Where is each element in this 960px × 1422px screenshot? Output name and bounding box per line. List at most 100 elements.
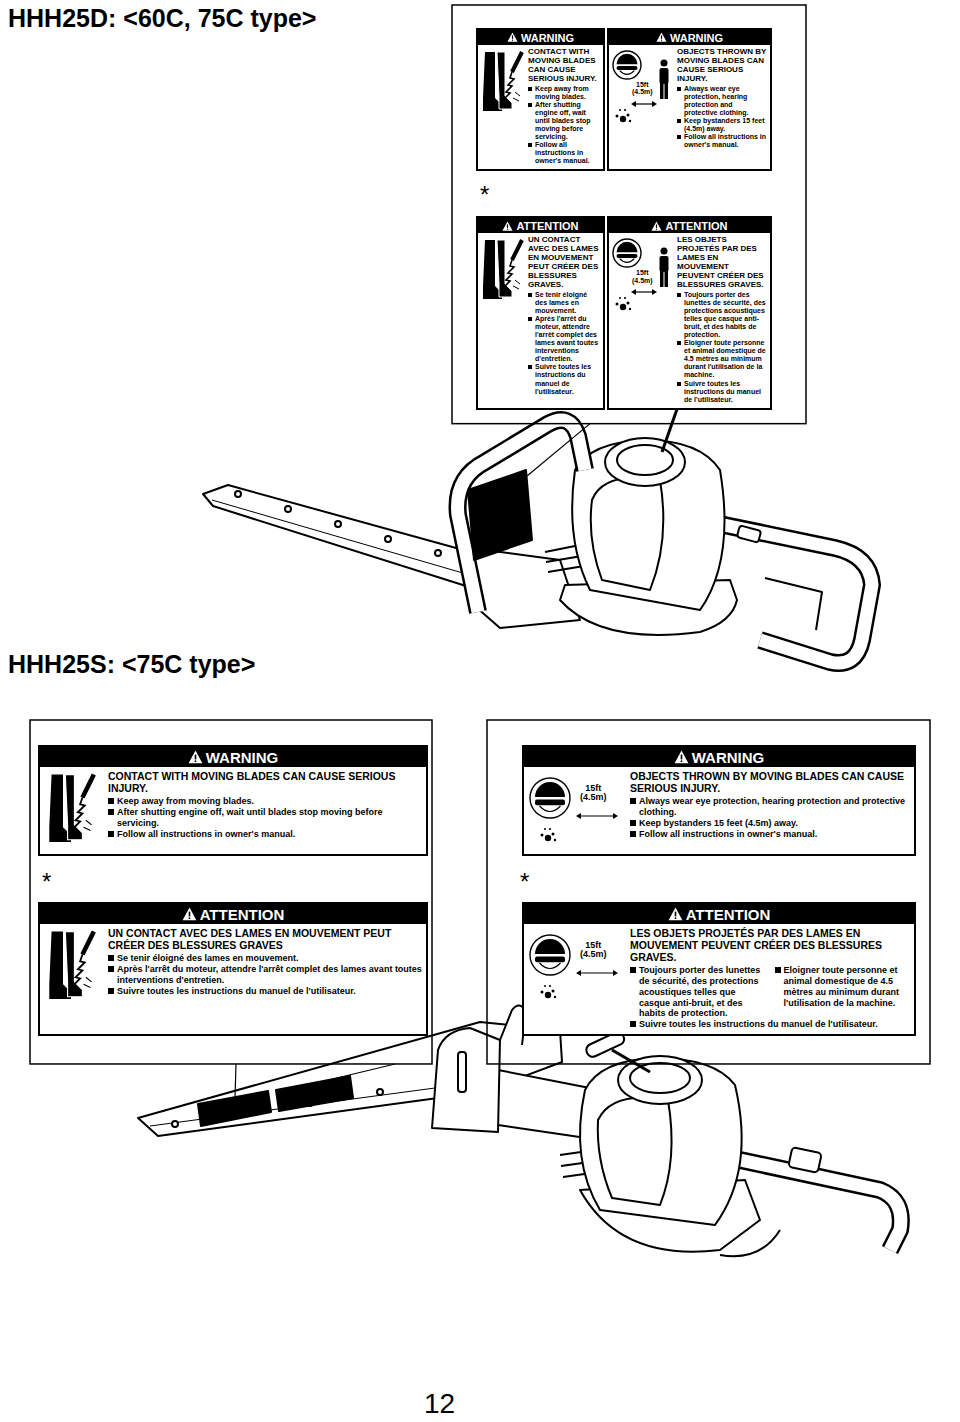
distance-text: 15ft (4.5m) [580,784,607,803]
bullet-item: Always wear eye protection, hearing prot… [677,85,767,117]
bullet-square [108,809,114,815]
distance-arrow [579,972,615,973]
label-icon [480,48,524,118]
hazard-headline: CONTACT WITH MOVING BLADES CAN CAUSE SER… [108,770,423,794]
bullet-text: Keep away from moving blades. [117,796,254,807]
warning-triangle [674,750,689,764]
debris-symbol [549,985,551,987]
warning-triangle [188,751,202,764]
label-body: 15ft (4.5m)LES OBJETS PROJETÉS PAR DES L… [524,924,914,1034]
hedge-trimmer-part [276,1076,353,1111]
label-text: CONTACT WITH MOVING BLADES CAN CAUSE SER… [108,770,423,839]
bullet-text: Se tenir éloigné des lames en mouvement. [535,291,600,315]
thrown-objects-symbol [526,770,626,850]
warning-triangle [512,40,513,41]
hazard-headline: UN CONTACT AVEC DES LAMES EN MOUVEMENT P… [108,927,423,951]
trimmer-symbol [512,240,522,260]
distance-text: 15ft (4.5m) [632,269,653,284]
bullet-square [108,831,114,837]
label-frames [30,5,930,1098]
bullet-item: Après l'arrêt du moteur, attendre l'arrê… [108,964,423,986]
bullet-square [108,798,114,804]
protection-head [613,239,641,267]
leg-symbol [65,775,82,840]
warning-triangle [668,907,683,921]
label-body: 15ft (4.5m)LES OBJETS PROJETÉS PAR DES L… [609,233,770,407]
warning-label: ATTENTION15ft (4.5m)LES OBJETS PROJETÉS … [607,216,772,409]
asterisk-mark: * [480,181,489,209]
bullet-square [108,988,114,994]
bullet-item: Keep bystanders 15 feet (4.5m) away. [630,818,911,829]
debris-symbol [619,109,621,111]
warning-triangle [182,908,196,921]
bullet-square [528,365,532,369]
hedge-trimmer-part [740,1160,901,1250]
hedge-trimmer-part [432,1028,500,1132]
impact-mark [513,98,519,101]
bullet-item: Follow all instructions in owner's manua… [528,141,600,165]
distance-arrow [631,289,636,295]
distance-arrow [613,970,618,976]
label-heading: WARNING [692,749,765,766]
hedge-trimmer-part [172,1121,178,1127]
impact-mark [84,827,91,830]
helmet-symbol [535,939,565,954]
leg-symbol [65,932,82,997]
warning-triangle [656,228,657,229]
label-icon: 15ft (4.5m) [611,48,673,128]
bystander-symbol [660,271,664,287]
bullet-square [677,341,681,345]
bullet-text: Keep away from moving blades. [535,85,600,101]
hazard-headline: OBJECTS THROWN BY MOVING BLADES CAN CAUS… [677,48,767,84]
debris-symbol [554,996,556,998]
hazard-headline: UN CONTACT AVEC DES LAMES EN MOUVEMENT P… [528,236,600,290]
hedge-trimmer-part [285,506,291,512]
model-heading: HHH25S: <75C type> [8,650,255,679]
warning-triangle [656,224,657,228]
label-heading: ATTENTION [200,906,285,923]
hedge-trimmer-part [591,478,664,590]
label-text: OBJECTS THROWN BY MOVING BLADES CAN CAUS… [677,48,767,149]
hedge-trimmer-part [138,1022,562,1136]
bystander-symbol [660,68,669,84]
bullet-item: Après l'arrêt du moteur, attendre l'arrê… [528,315,600,363]
bullet-text: After shutting engine off, wait until bl… [117,807,423,829]
warning-triangle [507,32,518,42]
bystander-symbol [661,60,668,67]
debris-symbol [619,297,621,299]
bullet-item: Keep bystanders 15 feet (4.5m) away. [677,117,767,133]
bullet-list: Keep away from moving blades.After shutt… [528,85,600,165]
impact-mark [513,286,519,289]
bullet-item: Suivre toutes les instructions du manuel… [630,1019,911,1030]
bullet-text: Always wear eye protection, hearing prot… [639,796,911,818]
debris-symbol [620,116,626,122]
thrown-objects-symbol [526,927,626,1007]
leg-symbol [497,240,512,297]
bullet-square [528,143,532,147]
label-header: WARNING [524,747,914,767]
debris-symbol [620,304,626,310]
debris-symbol [624,297,626,299]
label-icon [480,236,524,306]
bullet-text: Suivre toutes les instructions du manuel… [684,380,767,404]
warning-triangle [674,751,688,764]
label-body: 15ft (4.5m)OBJECTS THROWN BY MOVING BLAD… [524,767,914,854]
warning-triangle [680,760,682,762]
face-outline [620,259,635,263]
distance-arrow [576,970,581,976]
bullet-square [677,87,681,91]
bullet-text: Suivre toutes les instructions du manuel… [639,1019,878,1030]
bullet-item: Follow all instructions in owner's manua… [108,829,423,840]
label-header: WARNING [609,30,770,45]
warning-triangle [651,221,662,231]
page-number: 12 [424,1388,455,1420]
bullet-square [108,955,114,961]
face-outline [540,806,561,812]
bullet-text: Follow all instructions in owner's manua… [639,829,817,840]
bullet-square [108,966,114,972]
bullet-square [528,293,532,297]
face-outline [540,963,561,969]
label-heading: WARNING [521,32,574,44]
hedge-trimmer-part [598,1098,672,1205]
hedge-trimmer-part [546,556,582,562]
